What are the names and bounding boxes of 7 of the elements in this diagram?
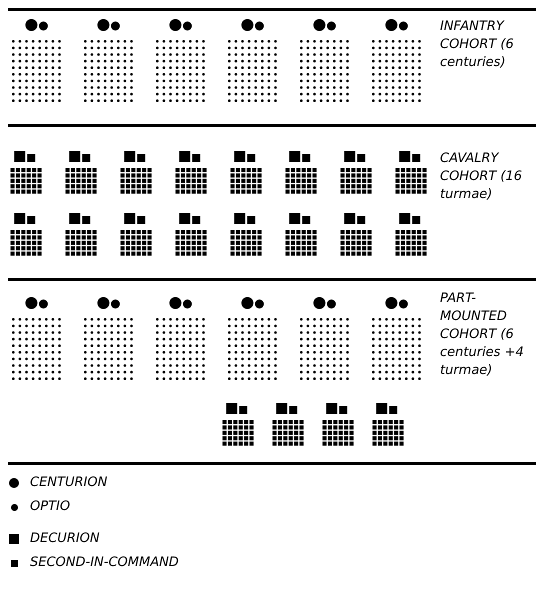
cohort-label: CAVALRY COHORT (16 turmae)	[440, 150, 524, 204]
cohort-label: INFANTRY COHORT (6 centuries)	[440, 18, 515, 72]
legend-label: OPTIO	[30, 498, 70, 516]
legend-label: SECOND-IN-COMMAND	[30, 554, 179, 572]
legend-label: DECURION	[30, 530, 100, 548]
legend-label: CENTURION	[30, 474, 108, 492]
cohort-label: PART-MOUNTED COHORT (6 centuries +4 turmae)	[440, 290, 525, 380]
